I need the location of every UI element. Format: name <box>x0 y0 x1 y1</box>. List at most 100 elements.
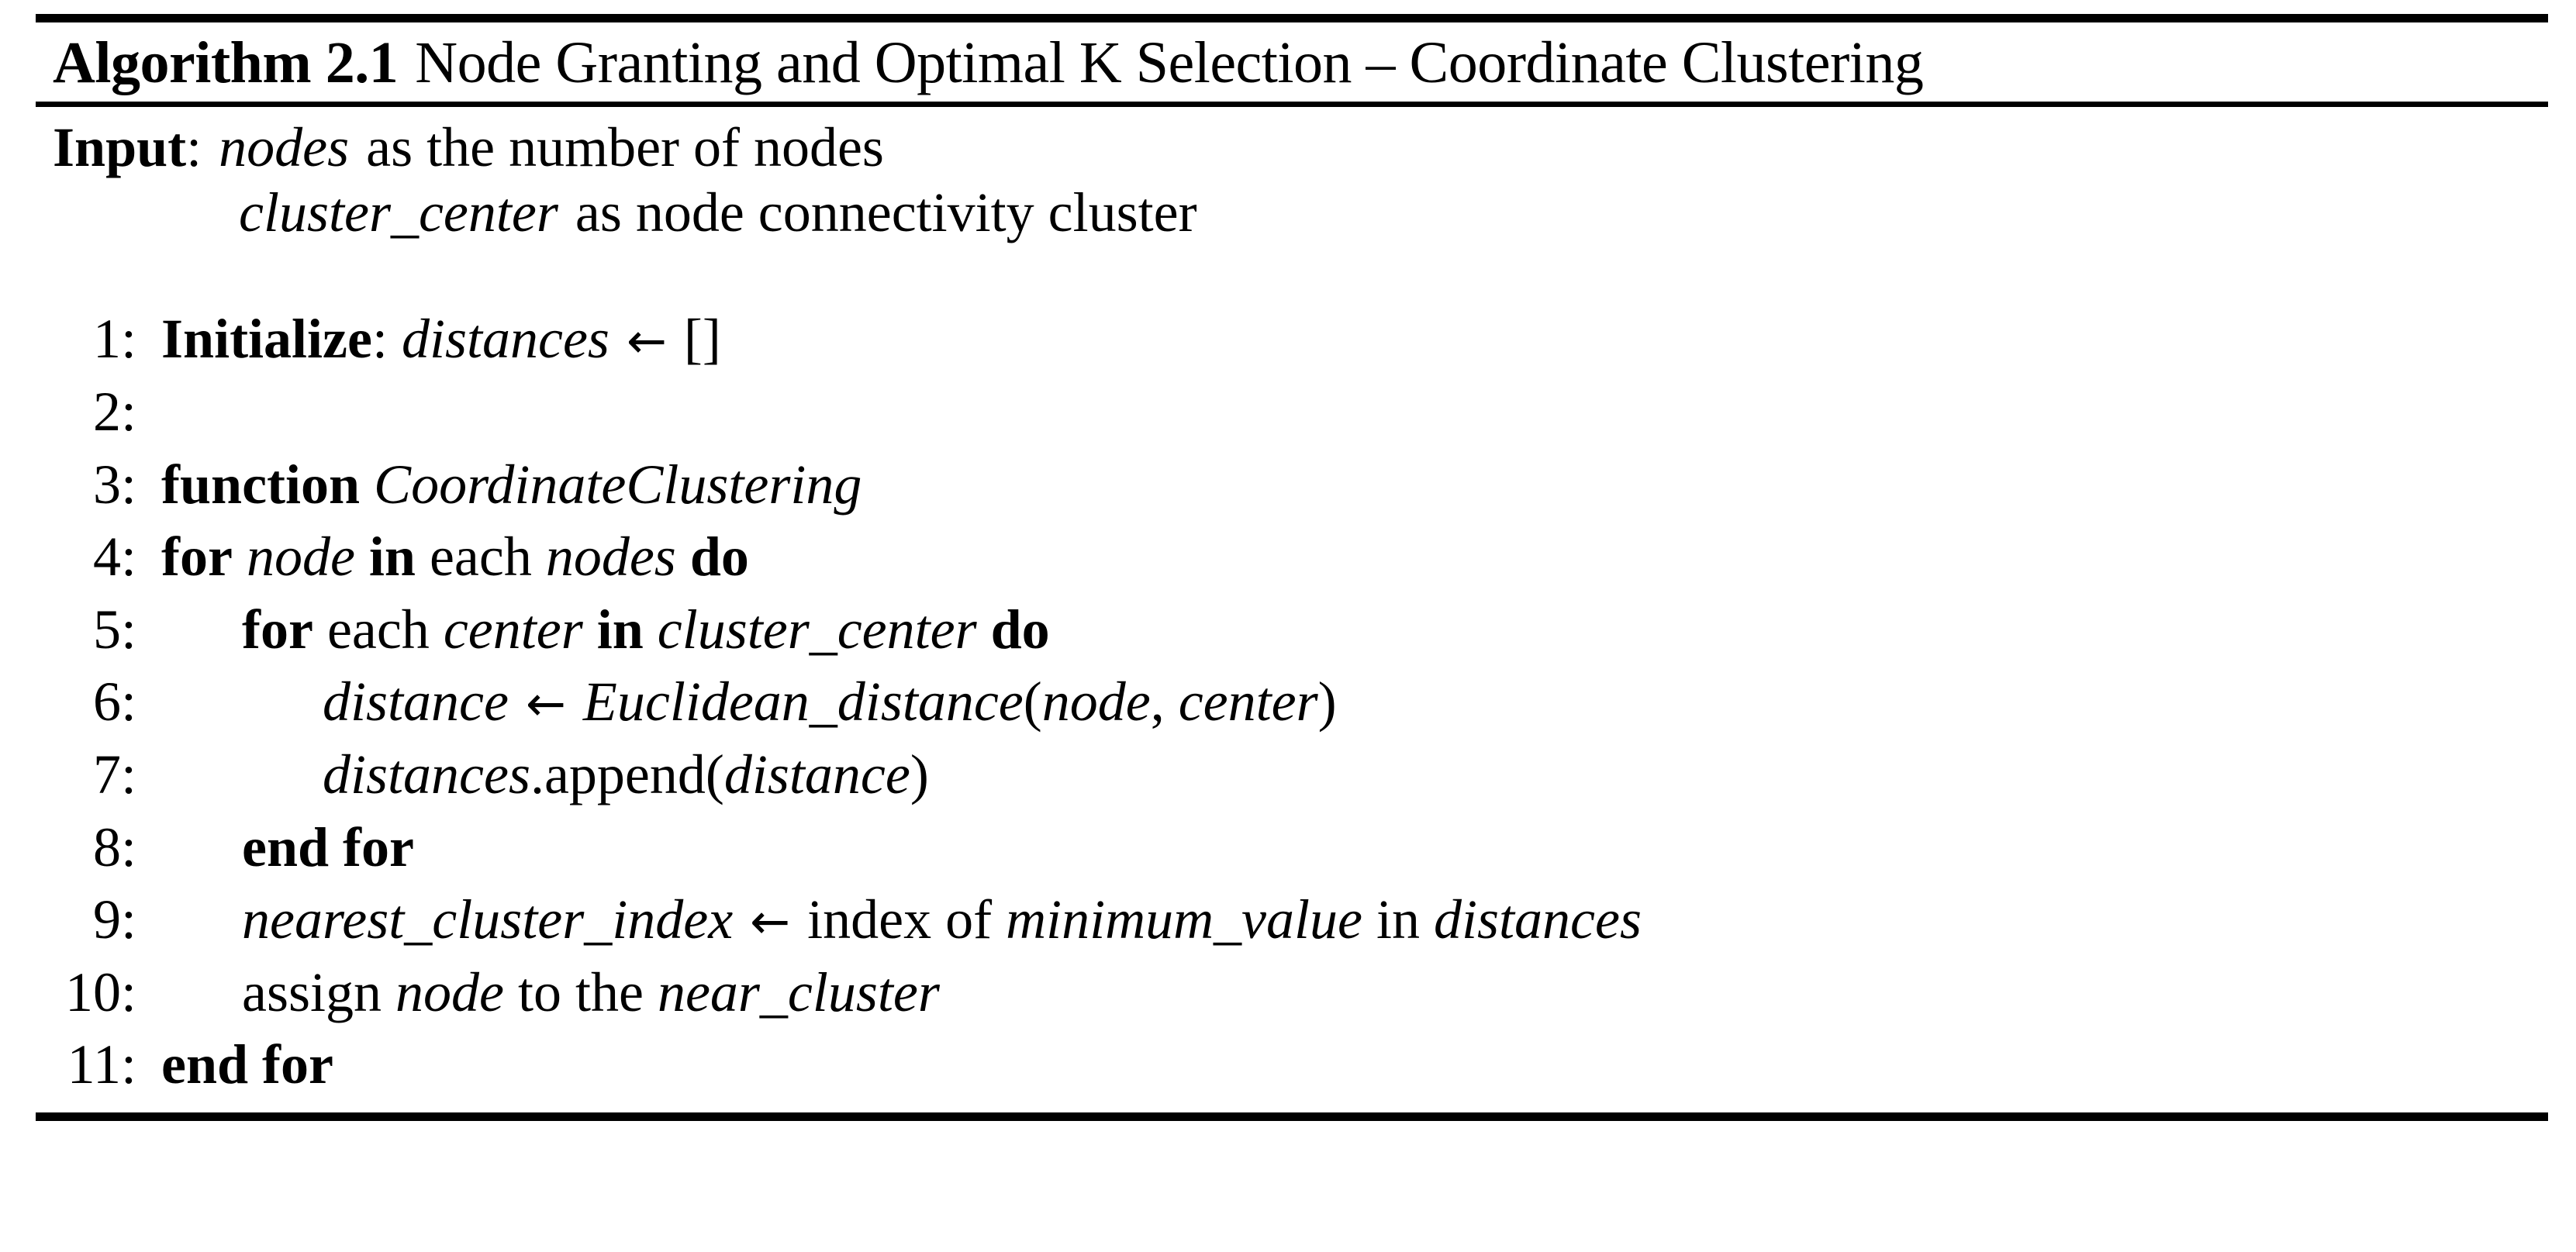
step-token-plain <box>569 671 583 733</box>
step-token-kw: function <box>161 453 361 516</box>
step-number: 4: <box>92 526 136 588</box>
step-token-arrow: ← <box>626 312 667 370</box>
step-token-plain <box>676 526 690 588</box>
step-content: assign node to the near_cluster <box>150 957 2548 1030</box>
step-token-plain <box>509 671 523 733</box>
step-token-kw: for <box>242 598 313 660</box>
step-content: for node in each nodes do <box>150 521 2548 594</box>
step-token-plain <box>733 888 747 950</box>
step-row: 3:function CoordinateClustering <box>36 449 2548 522</box>
step-row: 4:for node in each nodes do <box>36 521 2548 594</box>
step-number: 11: <box>67 1033 136 1096</box>
step-token-id: distance <box>323 671 509 733</box>
step-token-kw: do <box>689 526 749 588</box>
step-token-plain <box>360 454 374 516</box>
step-token-kw: in <box>596 598 644 660</box>
step-token-id: distance <box>723 743 910 805</box>
input-var-nodes: nodes <box>219 116 350 178</box>
step-number: 10: <box>64 961 136 1023</box>
step-number: 7: <box>92 743 136 805</box>
step-content: nearest_cluster_index ← index of minimum… <box>150 884 2548 957</box>
step-content: end for <box>150 1029 2548 1102</box>
step-token-kw: in <box>368 526 416 588</box>
step-content: distance ← Euclidean_distance(node, cent… <box>150 666 2548 739</box>
step-row: 1:Initialize: distances ← [] <box>36 303 2548 376</box>
step-token-plain: to the <box>503 961 658 1023</box>
step-number: 2: <box>92 381 136 443</box>
algorithm-title-text: Node Granting and Optimal K Selection – … <box>415 30 1924 95</box>
step-token-id: CoordinateClustering <box>374 453 862 516</box>
bottom-rule <box>36 1112 2548 1121</box>
input-steps-gap <box>36 246 2548 303</box>
step-token-arrow: ← <box>750 893 791 950</box>
step-row: 7:distances.append(distance) <box>36 739 2548 812</box>
step-content: function CoordinateClustering <box>150 449 2548 522</box>
step-token-plain: assign <box>242 961 395 1023</box>
step-row: 8: end for <box>36 812 2548 885</box>
step-token-arrow: ← <box>525 675 566 733</box>
step-token-plain <box>233 526 247 588</box>
step-number: 5: <box>92 598 136 660</box>
input-var-cluster-center: cluster_center <box>239 181 558 244</box>
step-token-id: distances <box>1434 888 1642 951</box>
step-token-id: node <box>246 526 355 588</box>
step-token-id: cluster_center <box>657 598 977 660</box>
step-token-kw: for <box>161 526 233 588</box>
step-token-kw: Initialize <box>161 308 372 371</box>
step-token-kw: end for <box>242 816 414 878</box>
step-content: distances.append(distance) <box>150 739 2548 812</box>
title-separator-rule <box>36 101 2548 107</box>
input-line-cluster-center: cluster_center as node connectivity clust… <box>36 180 2548 246</box>
input-desc-cluster-center: as node connectivity cluster <box>575 181 1197 244</box>
step-row: 11: end for <box>36 1029 2548 1102</box>
step-content: Initialize: distances ← [] <box>150 303 2548 376</box>
step-token-plain <box>609 308 623 370</box>
step-token-plain: , <box>1150 671 1179 733</box>
step-token-id: Euclidean_distance <box>582 671 1024 733</box>
input-label: Input <box>53 116 187 178</box>
steps-list: 1:Initialize: distances ← []2:3:function… <box>36 303 2548 1102</box>
step-row: 6:distance ← Euclidean_distance(node, ce… <box>36 666 2548 739</box>
step-token-plain <box>388 308 402 370</box>
step-token-plain <box>644 598 658 660</box>
step-token-id: nearest_cluster_index <box>242 888 734 951</box>
algorithm-body: Input: nodes as the number of nodes cluste… <box>36 107 2548 1106</box>
step-number: 6: <box>92 671 136 733</box>
top-rule <box>36 14 2548 22</box>
step-token-plain <box>977 598 991 660</box>
step-number: 1: <box>92 308 136 371</box>
step-content: for each center in cluster_center do <box>150 594 2548 667</box>
step-row: 10:assign node to the near_cluster <box>36 957 2548 1030</box>
step-token-plain: each <box>313 598 444 660</box>
step-token-id: node <box>395 961 504 1023</box>
step-token-plain: [] <box>669 308 721 371</box>
step-number: 3: <box>92 453 136 516</box>
step-token-plain <box>355 526 369 588</box>
algorithm-label: Algorithm 2.1 <box>53 30 399 95</box>
step-content: end for <box>150 812 2548 885</box>
step-token-plain: .append( <box>530 743 724 805</box>
step-token-plain: in <box>1362 888 1434 951</box>
step-number: 8: <box>92 816 136 878</box>
step-token-plain: ) <box>910 743 929 805</box>
step-number: 9: <box>92 888 136 951</box>
step-token-id: distances <box>401 308 609 371</box>
bottom-rule-wrap <box>36 1106 2548 1121</box>
input-desc-nodes: as the number of nodes <box>366 116 884 178</box>
step-token-id: center <box>443 598 583 660</box>
step-token-kw: end for <box>161 1033 333 1096</box>
step-token-id: center <box>1178 671 1318 733</box>
step-token-id: node <box>1041 671 1151 733</box>
input-colon: : <box>186 116 202 178</box>
step-token-kw: do <box>990 598 1050 660</box>
step-token-plain: each <box>415 526 546 588</box>
step-token-id: near_cluster <box>657 961 940 1023</box>
step-token-id: minimum_value <box>1006 888 1362 951</box>
step-row: 9:nearest_cluster_index ← index of minim… <box>36 884 2548 957</box>
step-token-plain <box>583 598 597 660</box>
step-row: 2: <box>36 376 2548 449</box>
step-token-plain: ) <box>1317 671 1337 733</box>
step-token-plain: ( <box>1023 671 1042 733</box>
